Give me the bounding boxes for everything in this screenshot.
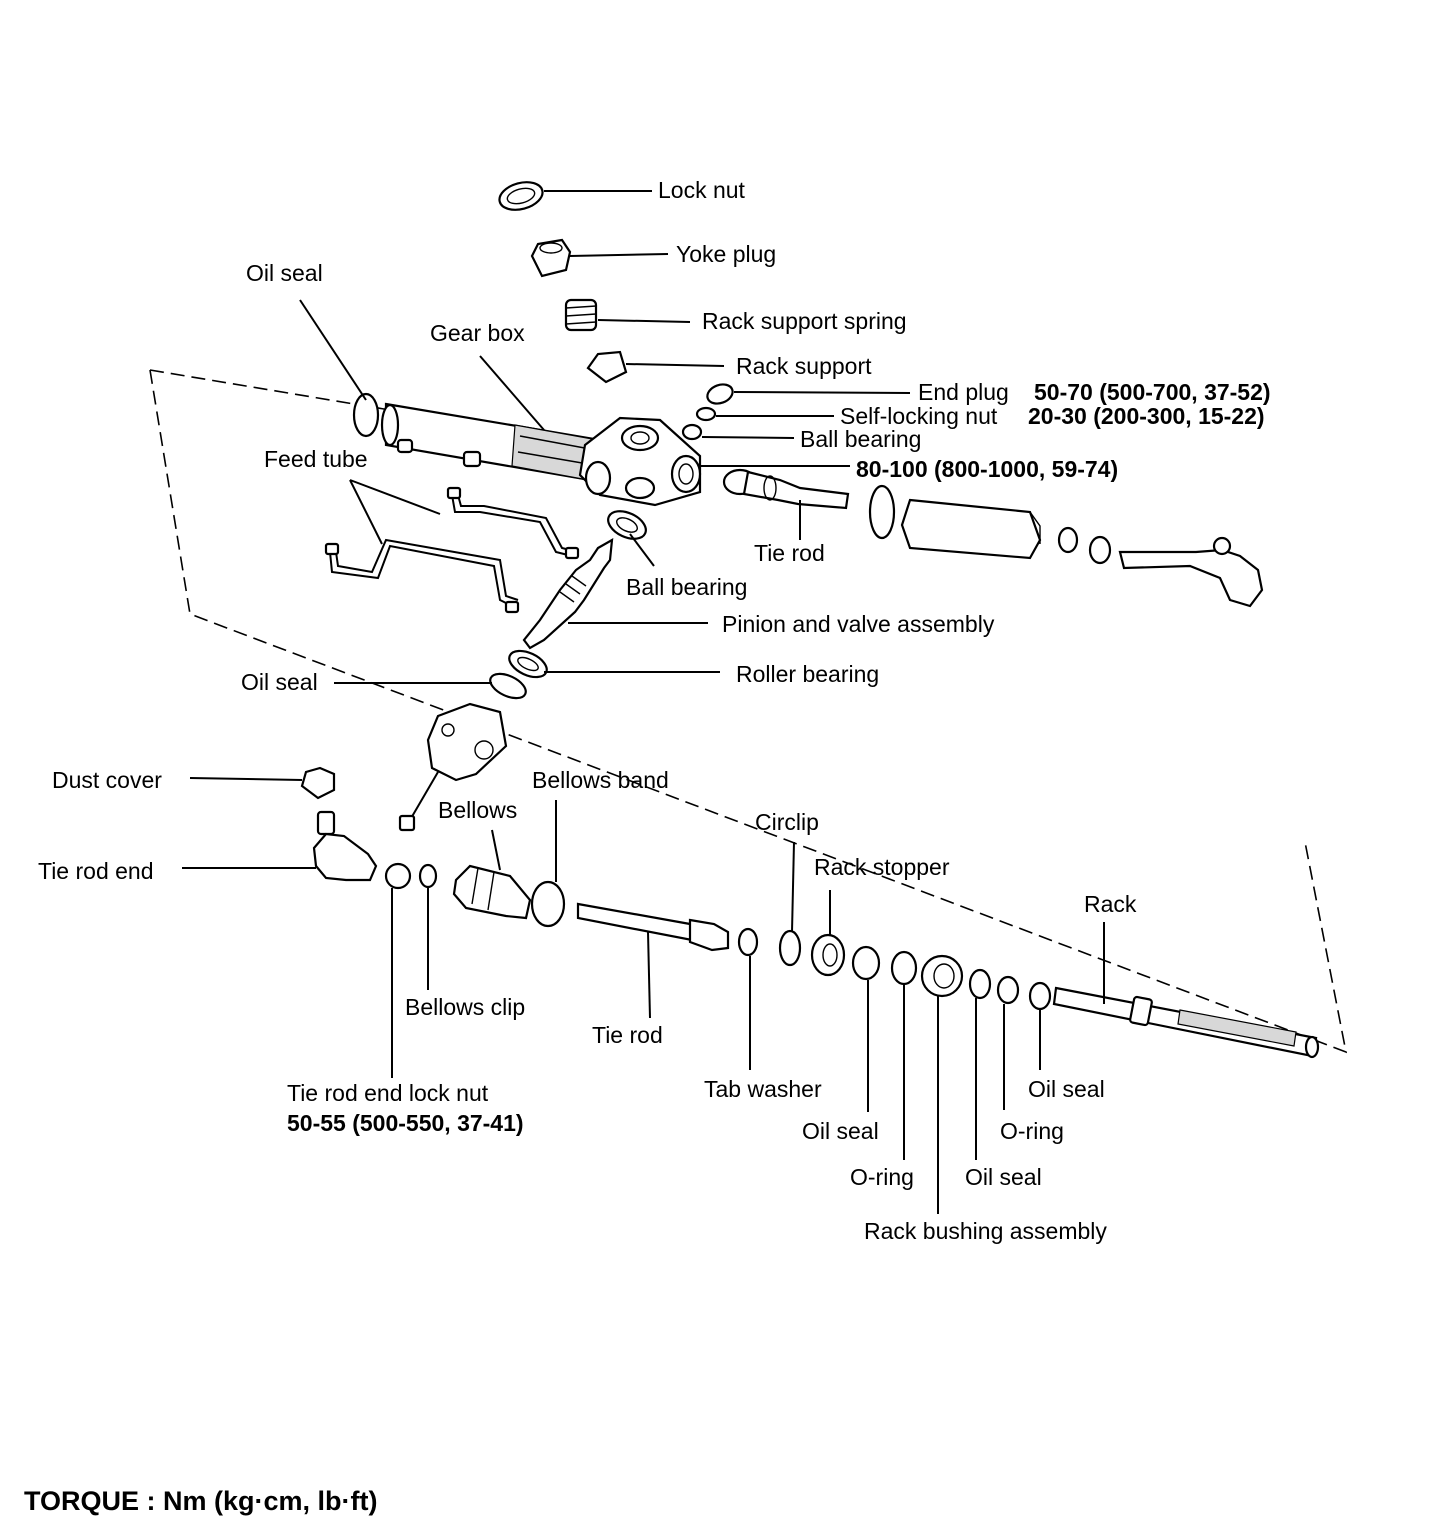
label-lock-nut: Lock nut [658,177,746,203]
label-rack-bushing: Rack bushing assembly [864,1218,1107,1244]
label-tie-rod-end: Tie rod end [38,858,154,884]
oil-seal-a-part [851,945,881,981]
dashed-boundary-outline [149,369,1348,1054]
yoke-plug-part [530,238,572,278]
label-oil-seal-b: Oil seal [965,1164,1042,1190]
label-pinion-valve: Pinion and valve assembly [722,611,995,637]
label-oil-seal-a: Oil seal [802,1118,879,1144]
label-rack: Rack [1084,891,1137,917]
label-ball-bearing-top: Ball bearing [800,426,921,452]
label-oil-seal-right: Oil seal [1028,1076,1105,1102]
oil-seal-left-part [489,672,527,700]
label-circlip: Circlip [755,809,819,835]
label-tie-rod-end-lock-nut: Tie rod end lock nut [287,1080,489,1106]
self-locking-nut-part [695,406,717,422]
tie-rod-end-lock-nut-part [384,862,412,890]
label-rack-support-spring: Rack support spring [702,308,907,334]
label-dust-cover: Dust cover [52,767,162,793]
valve-housing-part [398,702,508,832]
leader-lines [182,190,1105,1214]
tie-rod-lower-part [576,902,730,952]
tie-rod-upper-part [722,468,850,510]
label-o-ring-b: O-ring [1000,1118,1064,1144]
bellows-upper-part [868,484,1042,560]
torque-self-locking-nut: 20-30 (200-300, 15-22) [1028,403,1265,429]
label-bellows-band: Bellows band [532,767,669,793]
circlip-part [778,929,802,967]
label-o-ring-a: O-ring [850,1164,914,1190]
bellows-clip-part [418,863,438,889]
bellows-lower-part [452,864,532,920]
label-roller-bearing: Roller bearing [736,661,879,687]
ball-bearing-mid-part [607,510,647,540]
torque-tie-rod-end-lock-nut: 50-55 (500-550, 37-41) [287,1110,524,1136]
bellows-band-part [530,880,566,928]
label-bellows-clip: Bellows clip [405,994,525,1020]
label-gear-box: Gear box [430,320,525,346]
label-feed-tube: Feed tube [264,446,368,472]
nut-upper-part [1088,535,1112,565]
tab-washer-part [737,927,759,957]
rack-support-spring-part [564,298,598,332]
feed-tube-part [324,486,580,614]
label-oil-seal-top: Oil seal [246,260,323,286]
gear-box-housing-part [352,392,702,507]
label-tie-rod-upper: Tie rod [754,540,825,566]
oil-seal-b-part [968,968,992,1000]
ball-bearing-top-part [681,423,703,441]
end-plug-part [706,383,734,405]
label-end-plug: End plug [918,379,1009,405]
label-rack-support: Rack support [736,353,872,379]
oil-seal-right-part [1028,981,1052,1011]
tie-rod-end-lower-part [312,810,378,882]
rack-bushing-part [920,954,964,998]
clip-upper-part [1057,526,1079,554]
rack-part [1052,986,1320,1059]
lock-nut-part [498,181,544,211]
label-yoke-plug: Yoke plug [676,241,776,267]
label-bellows: Bellows [438,797,517,823]
pinion-valve-part [522,537,614,650]
label-self-locking-nut: Self-locking nut [840,403,998,429]
dust-cover-part [300,766,336,800]
o-ring-a-part [890,950,918,986]
label-rack-stopper: Rack stopper [814,854,950,880]
rack-stopper-part [810,933,846,977]
tie-rod-end-upper-part [1118,536,1264,608]
label-tab-washer: Tab washer [704,1076,822,1102]
label-oil-seal-left: Oil seal [241,669,318,695]
label-tie-rod-lower: Tie rod [592,1022,663,1048]
torque-units-footer: TORQUE : Nm (kg·cm, lb·ft) [24,1486,378,1516]
o-ring-b-part [996,975,1020,1005]
rack-support-part [586,350,628,384]
label-ball-bearing-mid: Ball bearing [626,574,747,600]
torque-end-plug: 50-70 (500-700, 37-52) [1034,379,1271,405]
torque-gear-box: 80-100 (800-1000, 59-74) [856,456,1118,482]
